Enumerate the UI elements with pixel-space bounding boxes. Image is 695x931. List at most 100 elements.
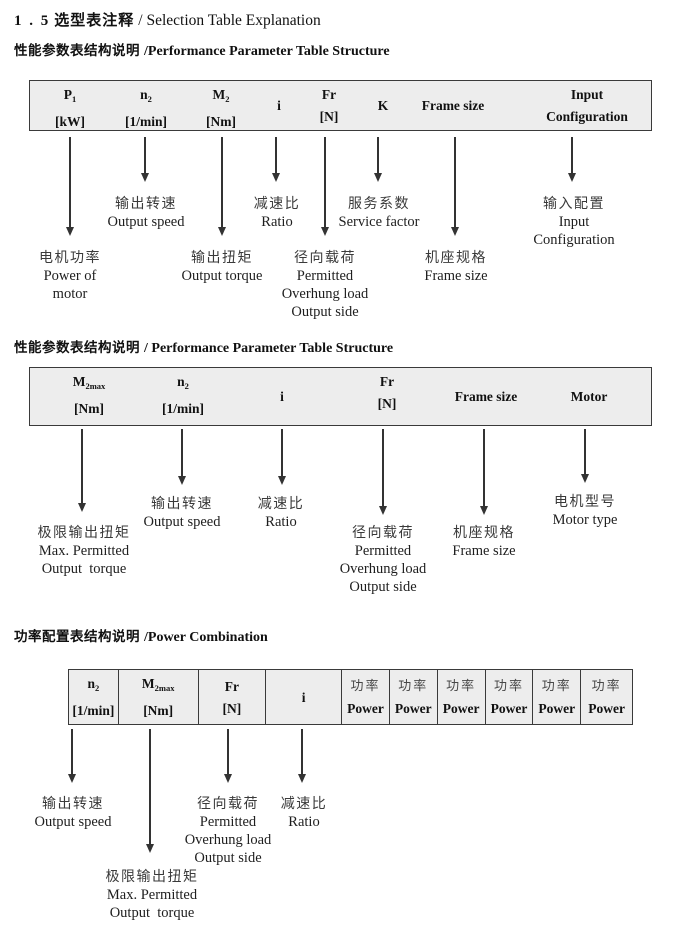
column-unit: [Nm] xyxy=(74,401,104,416)
down-arrow-head xyxy=(320,227,329,236)
column-symbol-text: 功率 xyxy=(541,678,572,694)
callout-line: Output side xyxy=(349,579,417,595)
column-symbol-text: K xyxy=(377,98,389,113)
callout-line: Input xyxy=(558,214,590,230)
column-unit: Power xyxy=(394,700,432,716)
column-symbol: 功率 xyxy=(542,679,572,694)
down-arrow-head xyxy=(145,844,154,853)
callout-line: Output side xyxy=(291,304,359,320)
column-symbol-subscript: 2 xyxy=(225,94,230,104)
down-arrow-shaft xyxy=(377,137,379,174)
callout-line: 输出扭矩 xyxy=(190,250,253,266)
callout-line: Configuration xyxy=(533,232,615,248)
down-arrow-icon xyxy=(479,429,489,515)
column-symbol-text: Frame size xyxy=(454,389,518,404)
callout-line: 机座规格 xyxy=(453,525,515,541)
callout-line: motor xyxy=(52,286,88,302)
table-column-header: Fr[N] xyxy=(320,87,339,124)
column-unit: [1/min] xyxy=(162,401,204,416)
column-unit: [1/min] xyxy=(125,114,167,129)
table-column-header: Motor xyxy=(571,368,608,425)
down-arrow-head xyxy=(177,476,186,485)
column-symbol: i xyxy=(277,98,281,113)
column-symbol: n2 xyxy=(162,374,204,394)
callout-line: Output torque xyxy=(181,268,263,284)
callout-line: 减速比 xyxy=(280,796,328,812)
callout-line: Output speed xyxy=(34,814,112,830)
down-arrow-icon xyxy=(567,137,577,182)
down-arrow-icon xyxy=(450,137,460,236)
down-arrow-shaft xyxy=(81,429,83,504)
callout-line: 极限输出扭矩 xyxy=(105,869,199,885)
column-symbol-subscript: 1 xyxy=(72,94,77,104)
down-arrow-icon xyxy=(145,729,155,853)
callout-line: 电机型号 xyxy=(554,494,616,510)
down-arrow-icon xyxy=(67,729,77,783)
callout-line: 径向载荷 xyxy=(351,525,414,541)
down-arrow-head xyxy=(140,173,149,182)
table-column-header: Fr[N] xyxy=(199,670,267,724)
column-symbol: n2 xyxy=(125,87,167,107)
callout-line: Service factor xyxy=(338,214,420,230)
column-symbol: Frame size xyxy=(455,389,518,404)
page-title: 1 . 5 选型表注释 / Selection Table Explanatio… xyxy=(14,9,321,30)
down-arrow-shaft xyxy=(227,729,229,775)
table-column-header: n2 [1/min] xyxy=(162,374,204,416)
down-arrow-shaft xyxy=(324,137,326,228)
down-arrow-icon xyxy=(223,729,233,783)
column-symbol-subscript: 2 xyxy=(95,683,100,693)
table-column-header: i xyxy=(266,670,343,724)
table-column-header: n2 [1/min] xyxy=(125,87,167,129)
down-arrow-head xyxy=(277,476,286,485)
down-arrow-icon xyxy=(580,429,590,483)
table-column-header: Fr[N] xyxy=(378,374,397,411)
down-arrow-shaft xyxy=(71,729,73,775)
callout-line: 机座规格 xyxy=(425,250,487,266)
down-arrow-icon xyxy=(217,137,227,236)
column-unit: Power xyxy=(347,700,384,716)
table-column-header: M2max[Nm] xyxy=(73,374,106,416)
down-arrow-icon xyxy=(373,137,383,182)
callout-line: Max. Permitted xyxy=(106,887,198,903)
callout-line: Permitted xyxy=(296,268,354,284)
down-arrow-head xyxy=(580,474,589,483)
down-arrow-shaft xyxy=(181,429,183,477)
callout-line: Max. Permitted xyxy=(38,543,130,559)
column-symbol-text: 功率 xyxy=(493,678,524,694)
down-arrow-head xyxy=(378,506,387,515)
callout-line: Power of xyxy=(43,268,97,284)
column-symbol: 功率 xyxy=(494,679,524,694)
table-column-header: Frame size xyxy=(455,368,518,425)
section-heading-performance-1: 性能参数表结构说明 /Performance Parameter Table S… xyxy=(14,39,390,60)
down-arrow-shaft xyxy=(144,137,146,174)
column-symbol: Fr xyxy=(320,87,339,102)
page-title-english: / Selection Table Explanation xyxy=(138,12,321,29)
column-unit: Configuration xyxy=(546,109,628,124)
column-symbol: Input xyxy=(546,87,628,102)
callout-line: Overhung load xyxy=(184,832,272,848)
column-symbol-text: Motor xyxy=(570,389,608,404)
down-arrow-shaft xyxy=(483,429,485,507)
column-symbol: P1 xyxy=(55,87,85,107)
down-arrow-icon xyxy=(65,137,75,236)
column-symbol-text: 功率 xyxy=(446,678,477,694)
down-arrow-shaft xyxy=(281,429,283,477)
down-arrow-head xyxy=(65,227,74,236)
down-arrow-head xyxy=(217,227,226,236)
column-symbol-text: 功率 xyxy=(591,678,622,694)
column-symbol-subscript: 2 xyxy=(147,94,152,104)
section-heading-english: /Performance Parameter Table Structure xyxy=(144,44,390,59)
column-symbol-text: i xyxy=(301,689,306,705)
callout-line: 极限输出扭矩 xyxy=(37,525,131,541)
